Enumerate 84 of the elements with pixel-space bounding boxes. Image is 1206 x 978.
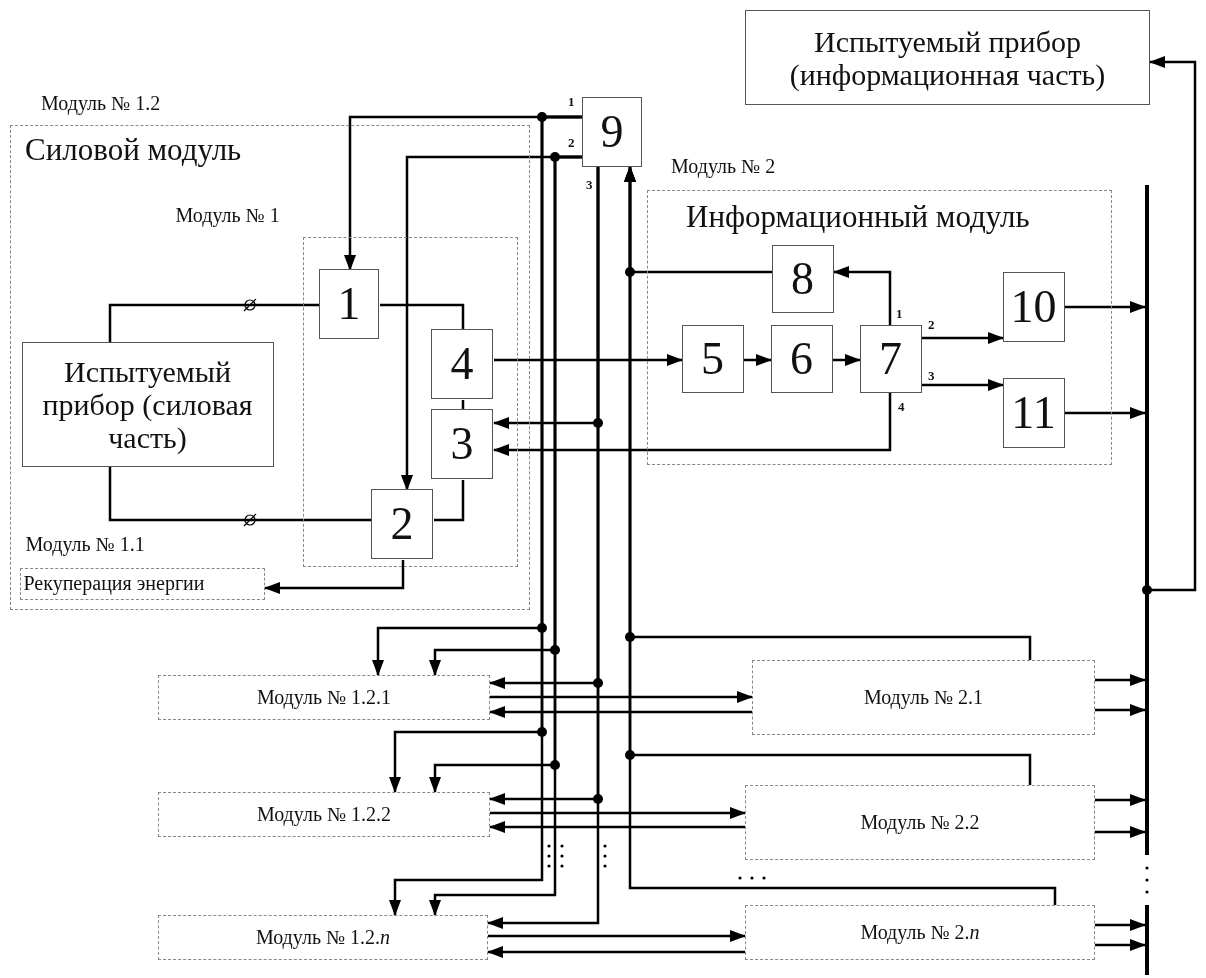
arrow (389, 115, 582, 916)
arrow (1095, 826, 1146, 838)
block-number: 6 (790, 335, 813, 382)
block-number: 4 (450, 341, 474, 387)
module-box (158, 675, 490, 720)
block-box (859, 324, 922, 393)
port-number: 1 (896, 307, 903, 320)
module-label: Модуль № 2.n (860, 921, 980, 944)
module-title: Силовой модуль (25, 134, 242, 165)
connector-line (108, 303, 320, 342)
connector-line (380, 303, 465, 330)
block-box (1002, 271, 1065, 342)
port-number: 2 (568, 136, 575, 149)
arrow (493, 393, 892, 456)
arrow (490, 807, 746, 819)
block-box (745, 10, 1150, 105)
module-box (745, 785, 1095, 860)
arrow (489, 821, 745, 833)
port-number: 2 (928, 318, 935, 331)
arrow (922, 332, 1004, 344)
arrow (1095, 794, 1146, 806)
block-number: 5 (701, 335, 724, 382)
block-box (681, 324, 744, 393)
module-label: Модуль № 1.2.2 (256, 803, 392, 826)
arrow (1095, 674, 1146, 686)
port-number: 3 (586, 178, 593, 191)
arrow (624, 166, 1057, 905)
module-title: Информационный модуль (686, 201, 1030, 232)
arrow (494, 354, 683, 366)
port-number: 1 (568, 95, 575, 108)
module-label: Модуль № 2 (671, 156, 776, 176)
module-box (752, 660, 1095, 735)
block-number: 10 (1010, 283, 1057, 330)
block-number: 3 (450, 421, 474, 467)
port-number: 3 (928, 369, 935, 382)
arrow (833, 266, 892, 325)
arrow (833, 354, 861, 366)
block-box (319, 269, 379, 339)
block-number: 2 (390, 501, 414, 547)
block-box (431, 329, 493, 399)
arrow (1095, 939, 1146, 951)
module-label: Модуль № 1 (175, 204, 280, 225)
arrow (1065, 407, 1146, 419)
module-label: Модуль № 2.2 (860, 811, 980, 834)
connector-line (434, 480, 465, 522)
port-number: 4 (898, 400, 905, 413)
module-label: Модуль № 1.2 (41, 93, 161, 113)
block-box (1002, 377, 1065, 448)
device-label: Испытуемый прибор (информационная часть) (788, 24, 1107, 91)
module-label: Модуль № 1.2.n (255, 926, 391, 949)
arrow (487, 946, 745, 958)
block-number: 7 (879, 335, 902, 382)
arrow (922, 379, 1004, 391)
arrow (490, 691, 753, 703)
arrow (1065, 301, 1146, 313)
arrow (1095, 704, 1146, 716)
block-box (371, 489, 433, 559)
module-box (745, 905, 1095, 960)
module-box (158, 792, 490, 837)
block-box (582, 97, 642, 167)
arrow (487, 167, 600, 929)
block-number: 8 (791, 255, 814, 302)
module-box (158, 915, 488, 960)
module-label: Модуль № 1.2.1 (256, 686, 392, 709)
arrow (1095, 919, 1146, 931)
arrow (264, 560, 405, 594)
module-label: Модуль № 2.1 (863, 686, 984, 709)
module-title: Рекуперация энергии (23, 572, 205, 593)
block-number: 1 (337, 281, 361, 327)
connector-line (108, 467, 372, 522)
block-number: 11 (1011, 389, 1056, 436)
bus-bar (1145, 185, 1149, 975)
device-label: Испытуемый прибор (силовая часть) (41, 354, 254, 454)
arrow (489, 706, 752, 718)
block-box (21, 341, 274, 467)
arrow (488, 930, 746, 942)
arrow (429, 155, 582, 916)
arrow (1149, 56, 1197, 592)
arrow (744, 354, 772, 366)
module-label: Модуль № 1.1 (25, 533, 145, 554)
block-box (771, 244, 834, 313)
block-box (770, 324, 833, 393)
block-number: 9 (600, 109, 624, 155)
block-box (431, 409, 493, 479)
